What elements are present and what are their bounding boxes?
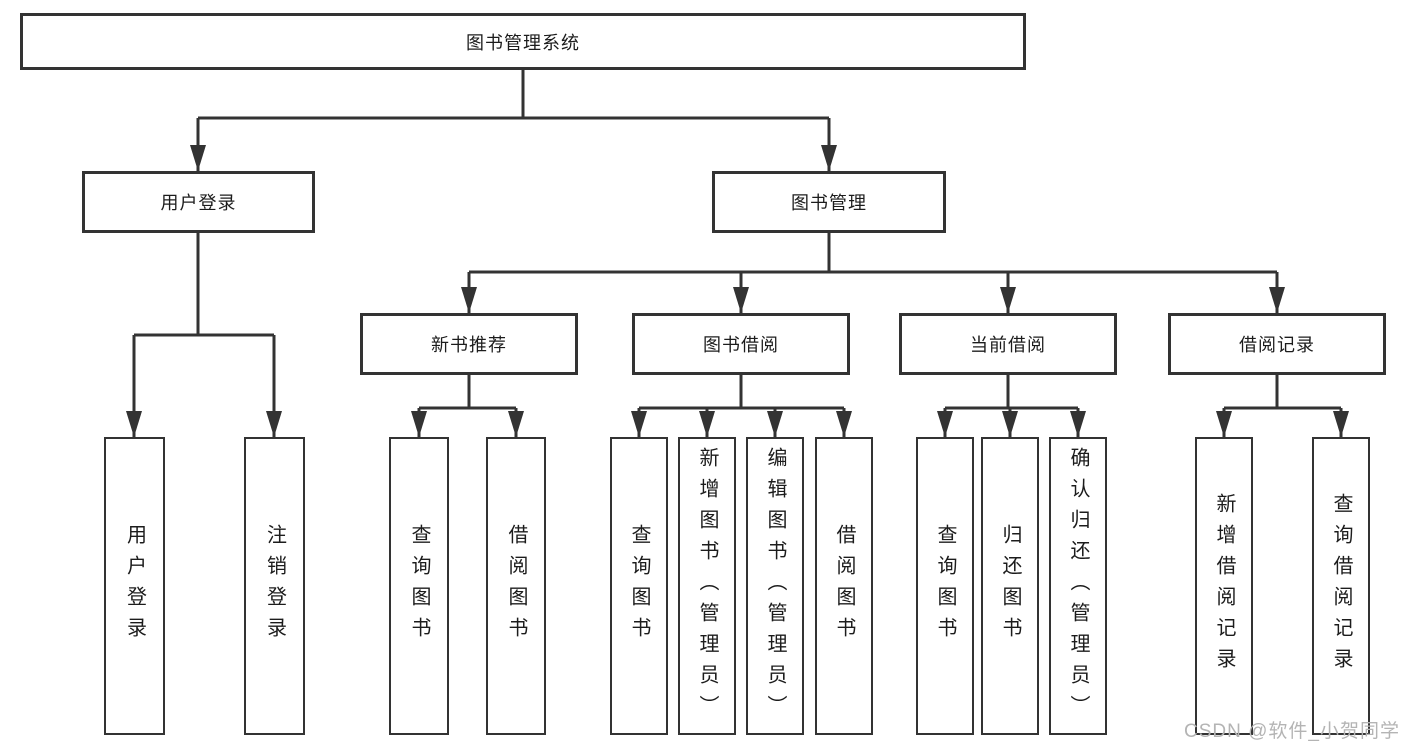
leaf-confirm-return-admin: 确认归还（管理员） <box>1049 437 1107 735</box>
node-label: 用户登录 <box>123 524 146 648</box>
leaf-borrow-books-recommend: 借阅图书 <box>486 437 546 735</box>
node-label: 查询图书 <box>408 524 430 648</box>
node-new-book-recommend: 新书推荐 <box>360 313 578 375</box>
leaf-return-book: 归还图书 <box>981 437 1039 735</box>
leaf-logout: 注销登录 <box>244 437 305 735</box>
node-current-borrowing: 当前借阅 <box>899 313 1117 375</box>
leaf-query-books-recommend: 查询图书 <box>389 437 449 735</box>
leaf-borrow-books-borrowing: 借阅图书 <box>815 437 873 735</box>
node-label: 图书管理系统 <box>466 32 580 53</box>
node-book-management-branch: 图书管理 <box>712 171 946 233</box>
node-borrowing-records: 借阅记录 <box>1168 313 1386 375</box>
leaf-query-borrow-record: 查询借阅记录 <box>1312 437 1370 735</box>
node-label: 编辑图书（管理员） <box>764 446 786 726</box>
node-label: 查询图书 <box>934 524 956 648</box>
node-label: 查询图书 <box>628 524 650 648</box>
node-label: 新书推荐 <box>431 335 507 355</box>
node-label: 借阅图书 <box>505 524 527 648</box>
leaf-query-books-current: 查询图书 <box>916 437 974 735</box>
node-book-borrowing: 图书借阅 <box>632 313 850 375</box>
csdn-watermark: CSDN @软件_小贺同学 <box>1184 721 1400 742</box>
node-label: 借阅图书 <box>833 524 855 648</box>
node-label: 确认归还（管理员） <box>1067 446 1089 726</box>
node-label: 归还图书 <box>999 524 1021 648</box>
node-user-login-branch: 用户登录 <box>82 171 315 233</box>
node-root: 图书管理系统 <box>20 13 1026 70</box>
node-label: 查询借阅记录 <box>1330 493 1352 679</box>
node-label: 用户登录 <box>160 193 237 213</box>
leaf-add-borrow-record: 新增借阅记录 <box>1195 437 1253 735</box>
node-label: 借阅记录 <box>1239 335 1315 355</box>
leaf-query-books-borrowing: 查询图书 <box>610 437 668 735</box>
node-label: 当前借阅 <box>970 335 1046 355</box>
leaf-add-book-admin: 新增图书（管理员） <box>678 437 736 735</box>
node-label: 新增图书（管理员） <box>696 446 718 726</box>
node-label: 新增借阅记录 <box>1213 493 1235 679</box>
node-label: 图书管理 <box>791 193 867 213</box>
node-label: 图书借阅 <box>703 335 779 355</box>
leaf-user-login: 用户登录 <box>104 437 165 735</box>
node-label: 注销登录 <box>263 524 286 648</box>
leaf-edit-book-admin: 编辑图书（管理员） <box>746 437 804 735</box>
